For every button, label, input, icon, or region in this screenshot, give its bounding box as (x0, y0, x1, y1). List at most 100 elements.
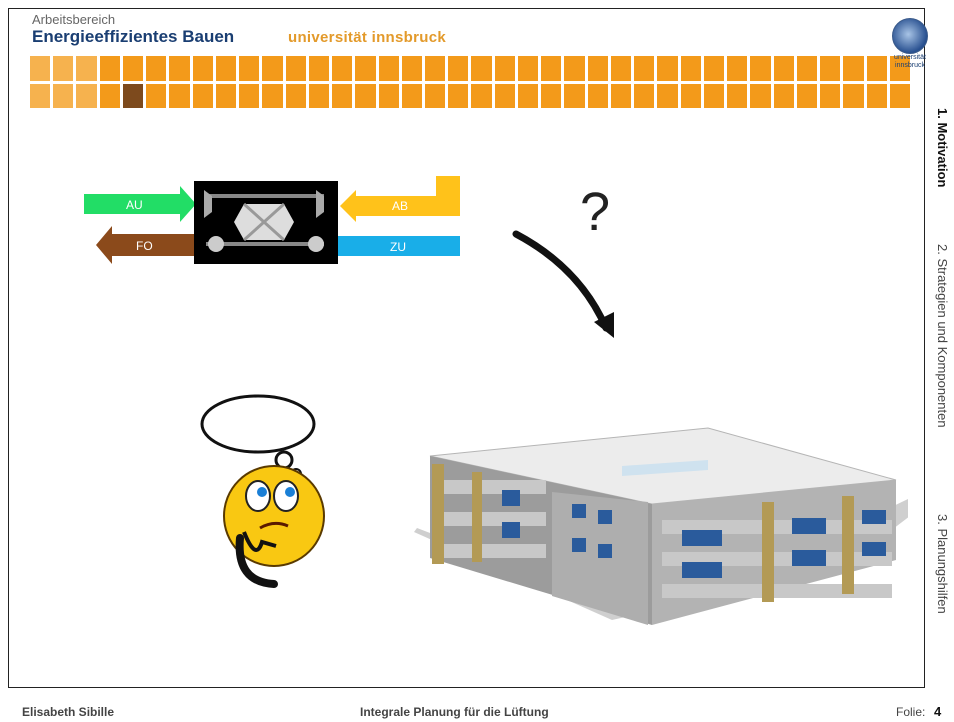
header-tile (680, 83, 701, 108)
header-tile (76, 83, 97, 108)
header-tile (76, 56, 97, 81)
header-tile (750, 83, 771, 108)
header-tile (843, 83, 864, 108)
building-illustration (414, 427, 908, 625)
header-tile (773, 56, 794, 81)
header-tile (262, 83, 283, 108)
header-tile (634, 56, 655, 81)
header-tile (727, 56, 748, 81)
header-tile (425, 83, 446, 108)
header-tile (541, 56, 562, 81)
header-tile-bar (30, 56, 910, 108)
university-name: universität innsbruck (288, 29, 447, 46)
header-tile (866, 56, 887, 81)
header-tile (239, 83, 260, 108)
footer-title: Integrale Planung für die Lüftung (360, 705, 549, 719)
header-tile (471, 83, 492, 108)
header-tile (332, 56, 353, 81)
header-tile (285, 56, 306, 81)
seal-text: universität innsbruck (894, 54, 926, 69)
header-tile (378, 83, 399, 108)
fo-arrow (96, 226, 194, 264)
header-tile (169, 83, 190, 108)
header-tile (30, 83, 51, 108)
university-seal-icon (892, 18, 928, 54)
header-tile (192, 83, 213, 108)
ventilation-unit-diagram: AU FO AB ZU (84, 176, 460, 264)
slide-number: 4 (934, 704, 942, 719)
header-tile (122, 56, 144, 81)
slide-frame (8, 8, 925, 688)
header-tile (355, 83, 376, 108)
nav-item-strategien[interactable]: 2. Strategien und Komponenten (935, 244, 950, 428)
header-tile (146, 83, 167, 108)
header-tile (122, 83, 144, 108)
slide-label: Folie: (896, 705, 926, 719)
header-tile (401, 83, 423, 108)
header-tile (425, 56, 446, 81)
header-tile (285, 83, 306, 108)
header-tile (773, 83, 794, 108)
header-tile (703, 83, 725, 108)
header-tile (820, 56, 841, 81)
header-tile (378, 56, 399, 81)
slide-header: Arbeitsbereich Energieeffizientes Bauen … (8, 8, 928, 113)
header-tile (610, 56, 632, 81)
arrow-head-icon (594, 312, 614, 338)
ab-arrow (340, 176, 460, 222)
header-tile (610, 83, 632, 108)
header-tile (146, 56, 167, 81)
header-tile (564, 56, 585, 81)
header-tile (587, 56, 608, 81)
header-tile (750, 56, 771, 81)
header-tile (401, 56, 423, 81)
header-tile (215, 83, 237, 108)
header-tile (99, 83, 120, 108)
header-tile (239, 56, 260, 81)
header-tile (634, 83, 655, 108)
header-tile (796, 56, 818, 81)
filter-icon (316, 190, 324, 218)
header-tile (262, 56, 283, 81)
header-tile (53, 56, 74, 81)
ab-label: AB (392, 199, 408, 213)
header-tile (517, 83, 539, 108)
section-nav: 1. Motivation 2. Strategien und Komponen… (928, 108, 954, 668)
header-tile (703, 56, 725, 81)
department-title: Energieeffizientes Bauen (32, 27, 235, 46)
slide-footer: Elisabeth Sibille Integrale Planung für … (0, 692, 954, 722)
header-tile (308, 56, 330, 81)
header-tile (657, 83, 678, 108)
nav-item-motivation[interactable]: 1. Motivation (935, 108, 950, 188)
thinking-smiley-icon (200, 394, 325, 588)
header-tile (494, 83, 515, 108)
header-tile (657, 56, 678, 81)
fo-label: FO (136, 239, 153, 253)
nav-item-planungshilfen[interactable]: 3. Planungshilfen (935, 514, 950, 614)
au-label: AU (126, 198, 143, 212)
header-tile (30, 56, 51, 81)
header-tile (889, 83, 910, 108)
fan-icon (308, 236, 324, 252)
header-tile (448, 56, 469, 81)
department-line: Arbeitsbereich (32, 12, 116, 27)
header-tile (308, 83, 330, 108)
header-tile (727, 83, 748, 108)
zu-label: ZU (390, 240, 406, 254)
header-tile (53, 83, 74, 108)
header-tile (99, 56, 120, 81)
header-tile (215, 56, 237, 81)
header-tile (587, 83, 608, 108)
filter-icon (204, 190, 212, 218)
header-tile (843, 56, 864, 81)
header-tile (820, 83, 841, 108)
header-tile (680, 56, 701, 81)
header-tile (332, 83, 353, 108)
header-tile (564, 83, 585, 108)
header-tile (866, 83, 887, 108)
curved-arrow (512, 230, 614, 338)
header-tile (471, 56, 492, 81)
header-tile (494, 56, 515, 81)
header-tile (517, 56, 539, 81)
footer-author: Elisabeth Sibille (22, 705, 115, 719)
